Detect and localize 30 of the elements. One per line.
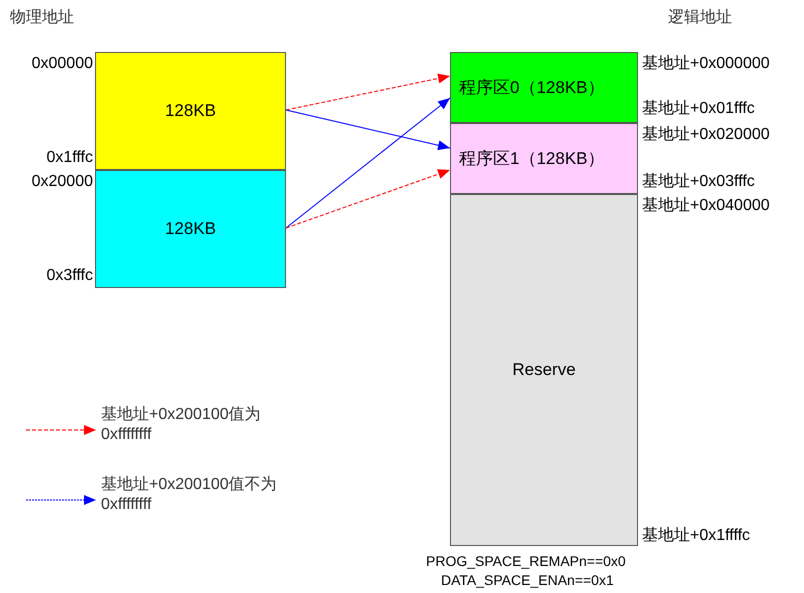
region-label: Reserve [512, 360, 576, 380]
memory-region [450, 194, 638, 546]
note-text: PROG_SPACE_REMAPn==0x0 [426, 552, 626, 571]
address-label: 0x20000 [32, 172, 93, 192]
region-label: 程序区0（128KB） [459, 77, 604, 99]
arrow [286, 74, 450, 110]
address-label: 0x1fffc [46, 148, 93, 168]
column-heading: 物理地址 [10, 8, 74, 28]
address-label: 基地址+0x000000 [642, 54, 770, 74]
memory-region [95, 170, 286, 288]
address-label: 基地址+0x03fffc [642, 172, 755, 192]
arrow [286, 98, 450, 228]
note-text: DATA_SPACE_ENAn==0x1 [441, 571, 614, 590]
memory-region [450, 123, 638, 194]
legend-text: 基地址+0x200100值为0xffffffff [101, 405, 262, 445]
column-heading: 逻辑地址 [668, 8, 732, 28]
arrow [286, 110, 450, 150]
address-label: 0x00000 [32, 54, 93, 74]
address-label: 基地址+0x1ffffc [642, 526, 750, 546]
arrow [286, 169, 450, 228]
legend-text: 基地址+0x200100值不为0xffffffff [101, 475, 278, 515]
region-label: 128KB [164, 219, 216, 239]
memory-region [450, 52, 638, 123]
address-label: 基地址+0x01fffc [642, 99, 755, 119]
region-label: 程序区1（128KB） [459, 148, 604, 170]
address-label: 0x3fffc [46, 266, 93, 286]
region-label: 128KB [164, 101, 216, 121]
memory-region [95, 52, 286, 170]
address-label: 基地址+0x020000 [642, 125, 770, 145]
address-label: 基地址+0x040000 [642, 196, 770, 216]
